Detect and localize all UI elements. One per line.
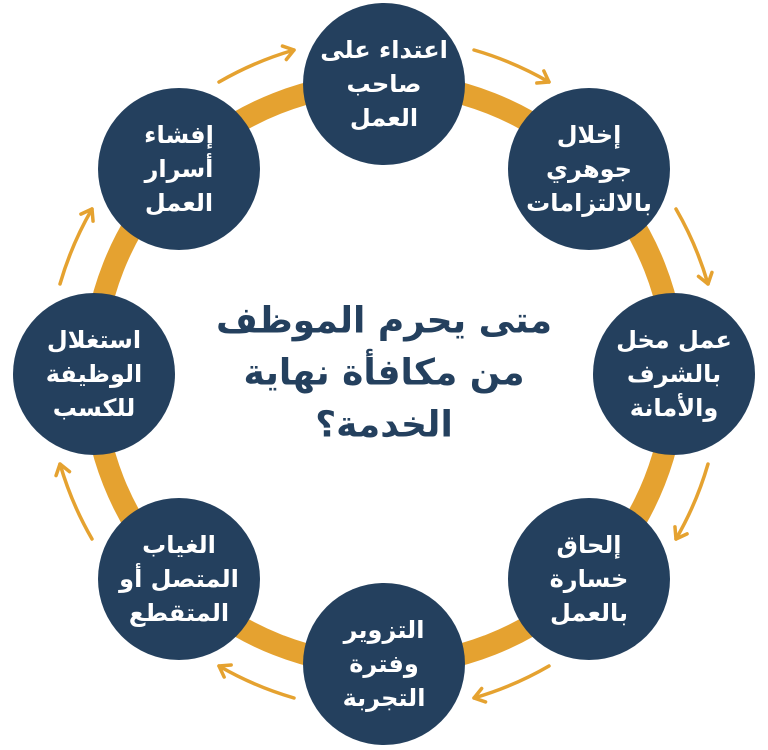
- node-line: والأمانة: [629, 394, 719, 423]
- node-line: بالالتزامات: [526, 189, 652, 218]
- node-causing-loss-to-work: إلحاق خسارة بالعمل: [508, 498, 670, 660]
- center-question-line: الخدمة؟: [315, 405, 453, 447]
- node-forgery-and-probation-period: التزوير وفترة التجربة: [303, 583, 465, 745]
- center-question: متى يحرم الموظف من مكافأة نهاية الخدمة؟: [204, 296, 564, 453]
- node-line: بالشرف: [626, 359, 722, 388]
- center-question-line: متى يحرم الموظف: [215, 300, 553, 342]
- arrow-bottomright-to-bottom: [472, 664, 551, 704]
- node-disclosing-work-secrets: إفشاء أسرار العمل: [98, 88, 260, 250]
- node-line: خسارة: [549, 564, 629, 593]
- arrow-right-to-bottomright: [673, 462, 710, 541]
- node-line: بالعمل: [549, 599, 629, 628]
- node-line: استغلال: [46, 325, 142, 354]
- arrow-topright-to-right: [674, 207, 714, 286]
- node-material-breach-of-obligations: إخلال جوهري بالالتزامات: [508, 88, 670, 250]
- arrow-bottomleft-to-left: [54, 462, 94, 541]
- node-line: وفترة: [349, 649, 419, 678]
- node-exploiting-job-for-gain: استغلال الوظيفة للكسب: [13, 293, 175, 455]
- center-question-line: من مكافأة نهاية: [243, 352, 525, 394]
- node-line: المتصل أو: [119, 564, 239, 593]
- node-line: العمل: [144, 189, 214, 218]
- node-line: التزوير: [343, 615, 425, 644]
- node-line: عمل مخل: [616, 325, 732, 354]
- node-line: اعتداء على: [320, 35, 448, 64]
- node-line: للكسب: [52, 394, 136, 423]
- node-line: الغياب: [142, 530, 216, 559]
- node-act-against-honor-and-integrity: عمل مخل بالشرف والأمانة: [593, 293, 755, 455]
- node-line: إفشاء: [144, 120, 214, 149]
- node-line: الوظيفة: [45, 359, 143, 388]
- node-line: العمل: [349, 104, 419, 133]
- node-line: المتقطع: [128, 599, 230, 628]
- node-assault-on-employer: اعتداء على صاحب العمل: [303, 3, 465, 165]
- arrow-topleft-to-top: [217, 44, 296, 84]
- node-continuous-or-intermittent-absence: الغياب المتصل أو المتقطع: [98, 498, 260, 660]
- node-line: جوهري: [546, 154, 632, 183]
- arrow-bottom-to-bottomleft: [217, 663, 296, 700]
- node-line: صاحب: [346, 69, 422, 98]
- arrow-top-to-topright: [472, 48, 551, 85]
- node-line: إلحاق: [556, 530, 622, 559]
- node-line: التجربة: [342, 684, 426, 713]
- node-line: أسرار: [144, 154, 214, 183]
- arrow-left-to-topleft: [58, 207, 95, 286]
- node-line: إخلال: [556, 120, 622, 149]
